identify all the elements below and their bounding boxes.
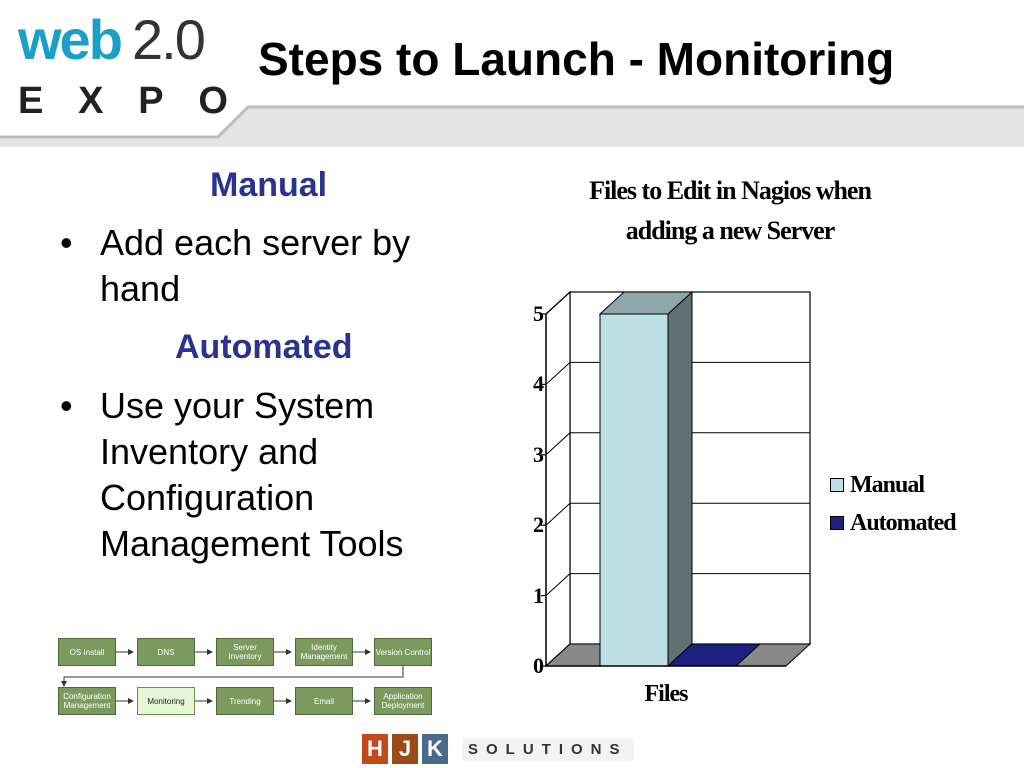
flow-box: Configuration Management: [58, 687, 116, 715]
logo-expo-letter: E: [18, 80, 44, 122]
gridline: [545, 361, 810, 385]
legend-label: Automated: [850, 509, 957, 536]
workflow-arrows: [61, 649, 404, 704]
slide-title: Steps to Launch - Monitoring: [258, 33, 895, 85]
header-band: [0, 105, 1024, 147]
gridline: [545, 432, 810, 456]
bullet-dot: •: [60, 385, 73, 426]
flow-box: OS Install: [58, 638, 116, 666]
legend-item-automated: Automated: [830, 509, 957, 536]
flow-box: Server Inventory: [216, 638, 274, 666]
y-tick-label: 4: [533, 371, 544, 397]
flow-box: DNS: [137, 638, 195, 666]
flow-box: Application Deployment: [374, 687, 432, 715]
y-tick-label: 2: [533, 512, 544, 538]
hjk-solutions-logo: H J K SOLUTIONS: [362, 733, 634, 765]
logo-expo-text: E X P O: [18, 82, 228, 120]
legend-label: Manual: [850, 471, 925, 498]
bar-top-manual: [598, 291, 694, 315]
automated-heading: Automated: [175, 328, 353, 366]
manual-bullet: • Add each server by hand: [60, 220, 460, 312]
bar-side-manual: [667, 290, 693, 668]
logo-web-text: web: [18, 8, 123, 71]
y-tick-label: 3: [533, 441, 544, 467]
flow-box: Version Control: [374, 638, 432, 666]
manual-bullet-text: Add each server by hand: [100, 222, 411, 309]
web20-expo-logo: web 2.0 E X P O: [14, 12, 229, 124]
bullet-dot: •: [60, 222, 73, 263]
flow-box: Email: [295, 687, 353, 715]
y-tick-label: 1: [533, 582, 544, 608]
automated-bullet: • Use your System Inventory and Configur…: [60, 383, 460, 567]
chart-title-line-2: adding a new Server: [625, 216, 836, 245]
flow-box-monitoring: Monitoring: [137, 687, 195, 715]
gridline: [545, 291, 810, 315]
legend-item-manual: Manual: [830, 471, 925, 498]
hjk-letter: J: [392, 734, 418, 764]
y-tick-label: 5: [533, 301, 544, 326]
bar-manual: [599, 313, 669, 667]
files-to-edit-chart: Files to Edit in Nagios when adding a ne…: [500, 160, 1000, 720]
y-tick-label: 0: [533, 653, 544, 678]
gridline: [545, 502, 810, 526]
solutions-text: SOLUTIONS: [462, 737, 634, 761]
hjk-letter: K: [422, 734, 448, 764]
automated-bullet-text: Use your System Inventory and Configurat…: [100, 385, 404, 564]
workflow-diagram: OS Install DNS Server Inventory Identity…: [56, 636, 468, 720]
chart-side-wall: [545, 290, 571, 668]
chart-plot: [541, 290, 812, 668]
legend-swatch: [830, 516, 844, 530]
chart-title-line-1: Files to Edit in Nagios when: [589, 176, 872, 205]
flow-box: Trending: [216, 687, 274, 715]
x-axis-category-label: Files: [644, 681, 689, 707]
gridline: [545, 573, 810, 596]
logo-version-text: 2.0: [132, 8, 206, 71]
hjk-letter: H: [362, 734, 388, 764]
logo-expo-letter: P: [138, 80, 164, 122]
flow-box: Identity Management: [295, 638, 353, 666]
legend-swatch: [830, 478, 844, 492]
logo-expo-letter: O: [198, 80, 228, 122]
manual-heading: Manual: [210, 166, 328, 204]
logo-expo-letter: X: [78, 80, 104, 122]
